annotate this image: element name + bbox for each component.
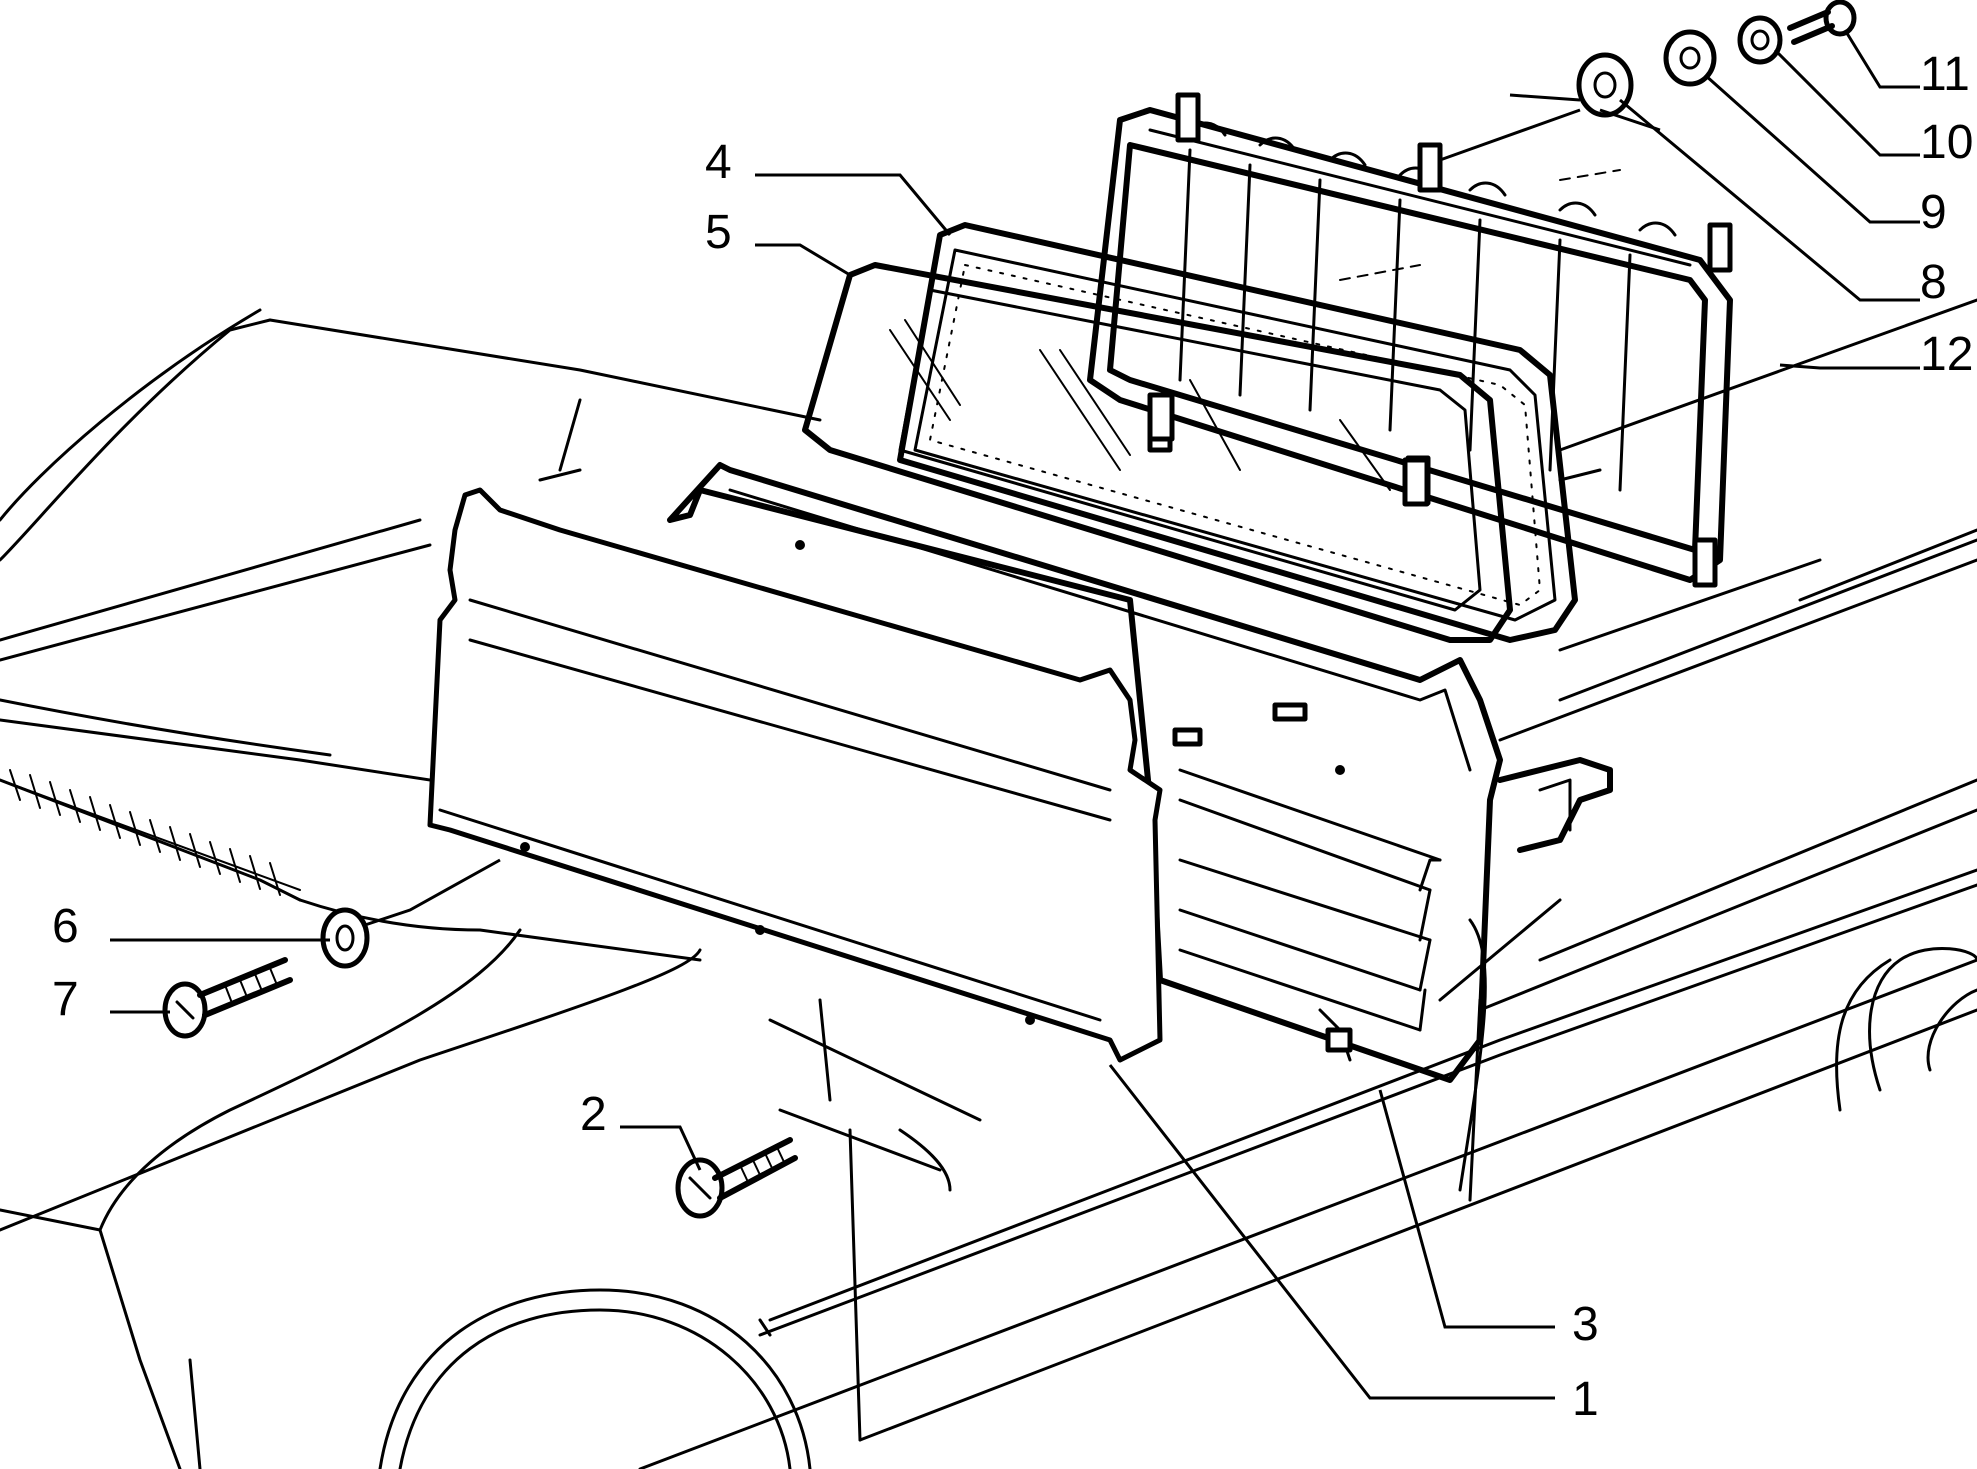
part-3-bulkhead-panel xyxy=(667,462,1613,1083)
part-5-glass-pane xyxy=(802,262,1513,643)
callout-9: 9 xyxy=(1920,186,1947,239)
part-2-screw xyxy=(675,1137,798,1219)
part-4-window-seal xyxy=(897,222,1578,643)
part-11-bolt xyxy=(1787,0,1857,45)
callout-3: 3 xyxy=(1572,1298,1599,1351)
callout-7: 7 xyxy=(52,973,79,1026)
grille-hatching xyxy=(0,769,301,896)
leader-lines xyxy=(110,29,1920,1400)
part-9-washer xyxy=(1663,29,1717,87)
callout-12: 12 xyxy=(1920,328,1973,381)
part-1-trim-panel xyxy=(427,487,1163,1063)
callout-11: 11 xyxy=(1920,48,1970,101)
callout-1: 1 xyxy=(1572,1373,1599,1426)
callout-10: 10 xyxy=(1920,116,1973,169)
part-7-screw xyxy=(162,957,293,1039)
callout-4: 4 xyxy=(705,136,732,189)
car-body-outline xyxy=(0,298,1977,1469)
callout-6: 6 xyxy=(52,900,79,953)
part-10-washer xyxy=(1737,15,1783,65)
callout-2: 2 xyxy=(580,1088,607,1141)
callout-5: 5 xyxy=(705,206,732,259)
callout-labels: 1 2 3 4 5 6 7 8 9 10 11 12 xyxy=(52,48,1973,1426)
part-8-cap xyxy=(1576,52,1634,118)
callout-8: 8 xyxy=(1920,256,1947,309)
part-6-washer xyxy=(320,907,370,969)
